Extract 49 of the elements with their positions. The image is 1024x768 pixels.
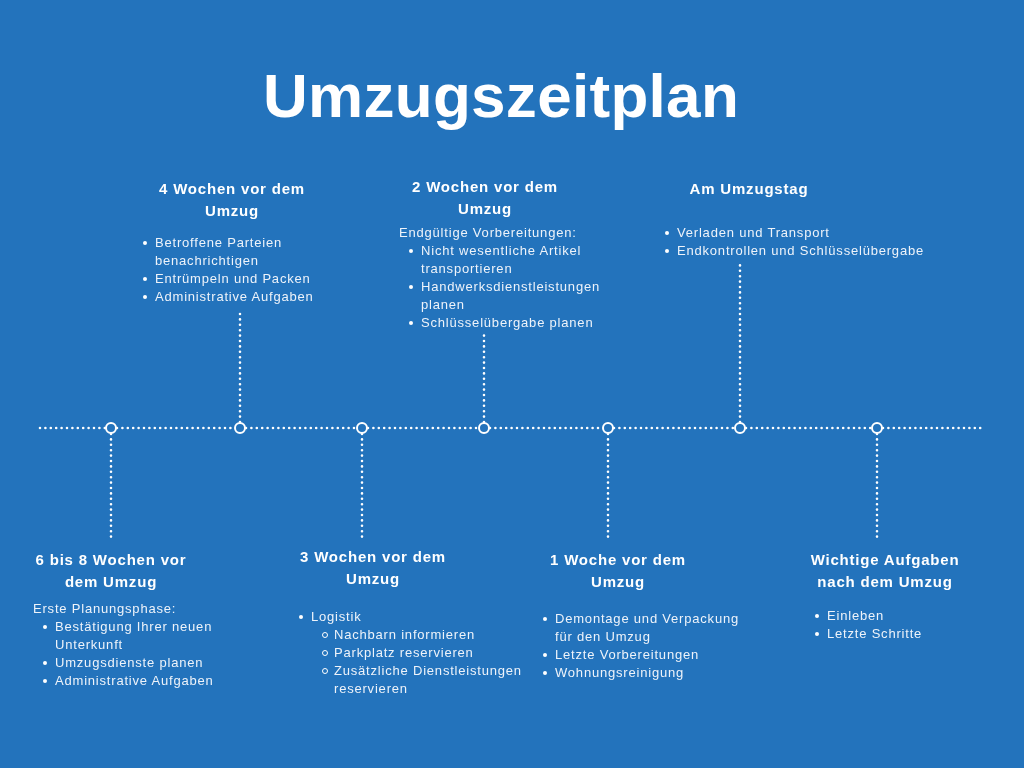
dotted-line [366, 426, 480, 430]
timeline-marker [234, 422, 246, 434]
timeline-marker [871, 422, 883, 434]
timeline-marker [478, 422, 490, 434]
list-item: Verladen und Transport [677, 224, 830, 242]
list-item: Administrative Aufgaben [155, 288, 314, 306]
phase-heading: Wichtige Aufgaben nach dem Umzug [809, 550, 961, 592]
timeline-marker [734, 422, 746, 434]
timeline-marker [105, 422, 117, 434]
list-item: Betroffene Parteien benachrichtigen [155, 234, 283, 270]
phase-heading: 4 Wochen vor dem Umzug [158, 179, 306, 221]
list-item: Nicht wesentliche Artikel transportieren [421, 242, 583, 278]
phase-heading: 3 Wochen vor dem Umzug [299, 547, 447, 589]
phase-heading: 2 Wochen vor dem Umzug [411, 177, 559, 219]
phase-heading: 1 Woche vor dem Umzug [549, 550, 687, 592]
dotted-line [612, 426, 736, 430]
phase-heading: 6 bis 8 Wochen vor dem Umzug [34, 550, 188, 592]
phase-heading: Am Umzugstag [689, 179, 809, 199]
list-item: Parkplatz reservieren [334, 644, 474, 662]
dotted-line [244, 426, 358, 430]
timeline-marker [602, 422, 614, 434]
dotted-line [38, 426, 107, 430]
list-item: Zusätzliche Dienstleistungen reservieren [334, 662, 523, 698]
list-item: Nachbarn informieren [334, 626, 475, 644]
list-item: Letzte Schritte [827, 625, 923, 643]
list-item: Wohnungsreinigung [555, 664, 684, 682]
list-item: Administrative Aufgaben [55, 672, 214, 690]
list-item: Einleben [827, 607, 884, 625]
dotted-line [606, 432, 610, 540]
list-item: Handwerksdienstleistungen planen [421, 278, 601, 314]
intro-text: Erste Planungsphase: [33, 600, 178, 618]
dotted-line [360, 432, 364, 540]
dotted-line [744, 426, 873, 430]
list-item: Demontage und Verpackung für den Umzug [555, 610, 740, 646]
dotted-line [482, 333, 486, 424]
dotted-line [881, 426, 984, 430]
list-item: Bestätigung Ihrer neuen Unterkunft [55, 618, 214, 654]
list-item: Schlüsselübergabe planen [421, 314, 594, 332]
title: Umzugszeitplan [262, 60, 740, 132]
list-item: Entrümpeln und Packen [155, 270, 311, 288]
dotted-line [109, 432, 113, 540]
list-item: Umzugsdienste planen [55, 654, 204, 672]
dotted-line [875, 432, 879, 540]
dotted-line [738, 261, 742, 424]
list-item: Letzte Vorbereitungen [555, 646, 699, 664]
list-item: Logistik [311, 608, 362, 626]
timeline-marker [356, 422, 368, 434]
list-item: Endkontrollen und Schlüsselübergabe [677, 242, 924, 260]
intro-text: Endgültige Vorbereitungen: [399, 224, 578, 242]
